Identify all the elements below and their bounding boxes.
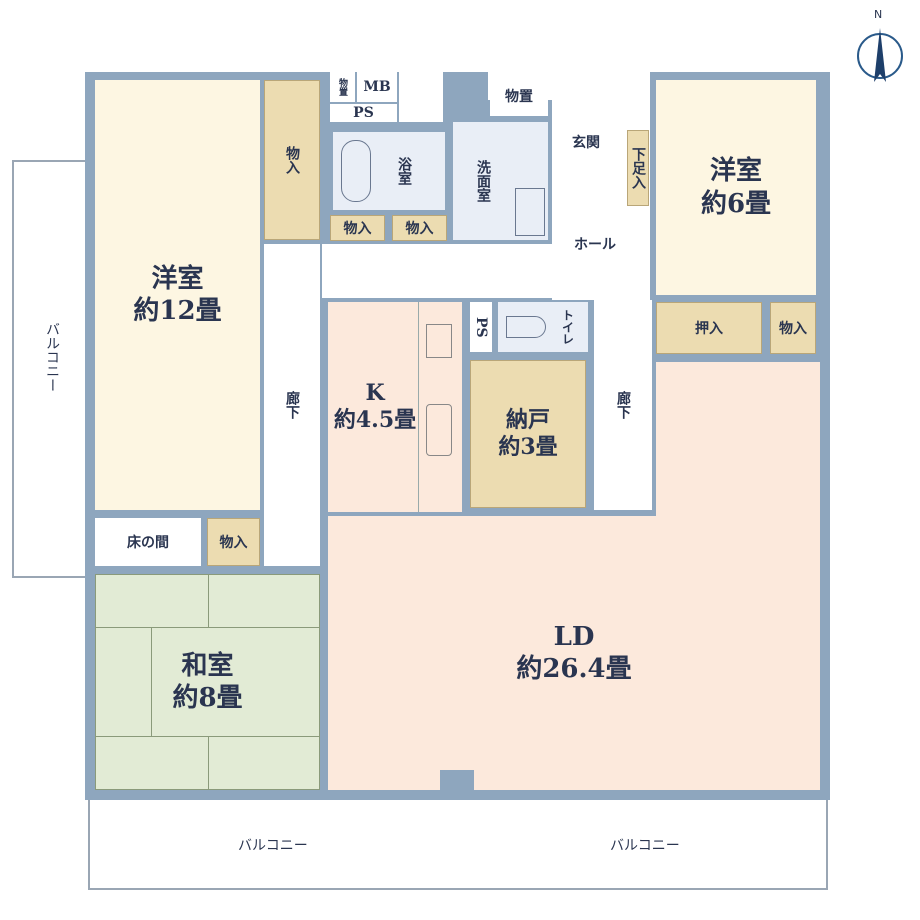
shoe-cabinet-label: 下足入 — [630, 147, 646, 189]
closet-label: 物入 — [284, 146, 300, 174]
room-size: 約26.4畳 — [516, 654, 632, 684]
mb: MB — [357, 72, 397, 102]
monooki: 物置 — [490, 76, 548, 116]
room-size: 約8畳 — [172, 683, 243, 713]
room-name: LD — [553, 621, 595, 652]
closet: 物入 — [207, 518, 260, 566]
room-name: 洋室 — [151, 263, 204, 294]
closet-label: 物入 — [405, 221, 434, 237]
balcony-bottom-left-label: バルコニー — [238, 838, 308, 854]
room-name: 浴室 — [396, 157, 412, 185]
room-name: 洋室 — [709, 156, 762, 186]
room-kitchen: K 約4.5畳 — [328, 302, 462, 512]
corridor-label: 廊下 — [284, 391, 300, 419]
room-washroom: 洗面室 — [453, 122, 548, 240]
room-name: K — [365, 379, 385, 406]
balcony-left: バルコニー — [12, 160, 92, 578]
tatami-line — [151, 627, 152, 737]
pillar — [440, 770, 474, 796]
oshiire-label: 押入 — [695, 321, 723, 337]
tatami-lines — [96, 627, 319, 737]
entrance-label: 玄関 — [572, 135, 600, 151]
mb-label: MB — [363, 79, 391, 95]
room-western-6: 洋室 約6畳 — [656, 80, 816, 295]
corridor-right: 廊下 — [594, 300, 652, 510]
oshiire: 押入 — [656, 302, 762, 354]
compass-north-label: N — [874, 8, 883, 21]
room-ld: LD 約26.4畳 — [328, 516, 820, 790]
monooki-small: 物置 — [330, 72, 355, 102]
room-size: 約3畳 — [498, 434, 558, 460]
wall — [448, 72, 488, 122]
room-name: 和室 — [181, 650, 234, 681]
tatami-line — [208, 737, 209, 789]
room-name: 納戸 — [505, 406, 550, 433]
room-ld-upper — [656, 362, 820, 522]
corridor-left: 廊下 — [264, 244, 320, 566]
closet: 物入 — [770, 302, 816, 354]
toilet-icon — [506, 316, 546, 338]
balcony-left-label: バルコニー — [44, 322, 60, 392]
ps-label: PS — [473, 316, 489, 338]
closet-label: 物入 — [343, 221, 372, 237]
closet-label: 物入 — [779, 321, 807, 337]
closet: 物入 — [392, 215, 447, 241]
room-toilet: トイレ — [498, 302, 588, 352]
tokonoma: 床の間 — [95, 518, 201, 566]
monooki-label: 物置 — [337, 78, 347, 96]
room-size: 約12畳 — [133, 296, 222, 326]
compass-icon: N — [850, 8, 910, 84]
utility-space — [399, 72, 443, 122]
room-storeroom: 納戸 約3畳 — [470, 360, 586, 508]
monooki-label: 物置 — [505, 89, 533, 105]
washing-machine-icon — [515, 188, 545, 236]
balcony-bottom-right-label: バルコニー — [610, 838, 680, 854]
room-size: 約6畳 — [700, 188, 772, 219]
hallway — [322, 244, 552, 298]
corridor-label: 廊下 — [615, 391, 631, 419]
room-western-12: 洋室 約12畳 — [95, 80, 260, 510]
room-bath: 浴室 — [333, 132, 445, 210]
room-japanese: 和室 約8畳 — [95, 574, 320, 790]
sink-icon — [426, 404, 452, 456]
balcony-bottom: バルコニー バルコニー — [88, 795, 828, 890]
ps-toilet: PS — [470, 302, 492, 352]
hall-label: ホール — [574, 237, 616, 253]
closet-label: 物入 — [219, 535, 248, 551]
ps-top: PS — [330, 104, 397, 122]
tokonoma-label: 床の間 — [127, 535, 169, 551]
shoe-cabinet: 下足入 — [627, 130, 649, 206]
bathtub-icon — [341, 140, 371, 202]
room-name: 洗面室 — [475, 160, 491, 202]
ps-label: PS — [353, 105, 374, 121]
stove-icon — [426, 324, 452, 358]
tatami-line — [208, 575, 209, 627]
closet: 物入 — [264, 80, 320, 240]
kitchen-counter — [418, 302, 462, 512]
room-size: 約4.5畳 — [333, 407, 417, 433]
room-name: トイレ — [560, 309, 575, 345]
closet: 物入 — [330, 215, 385, 241]
